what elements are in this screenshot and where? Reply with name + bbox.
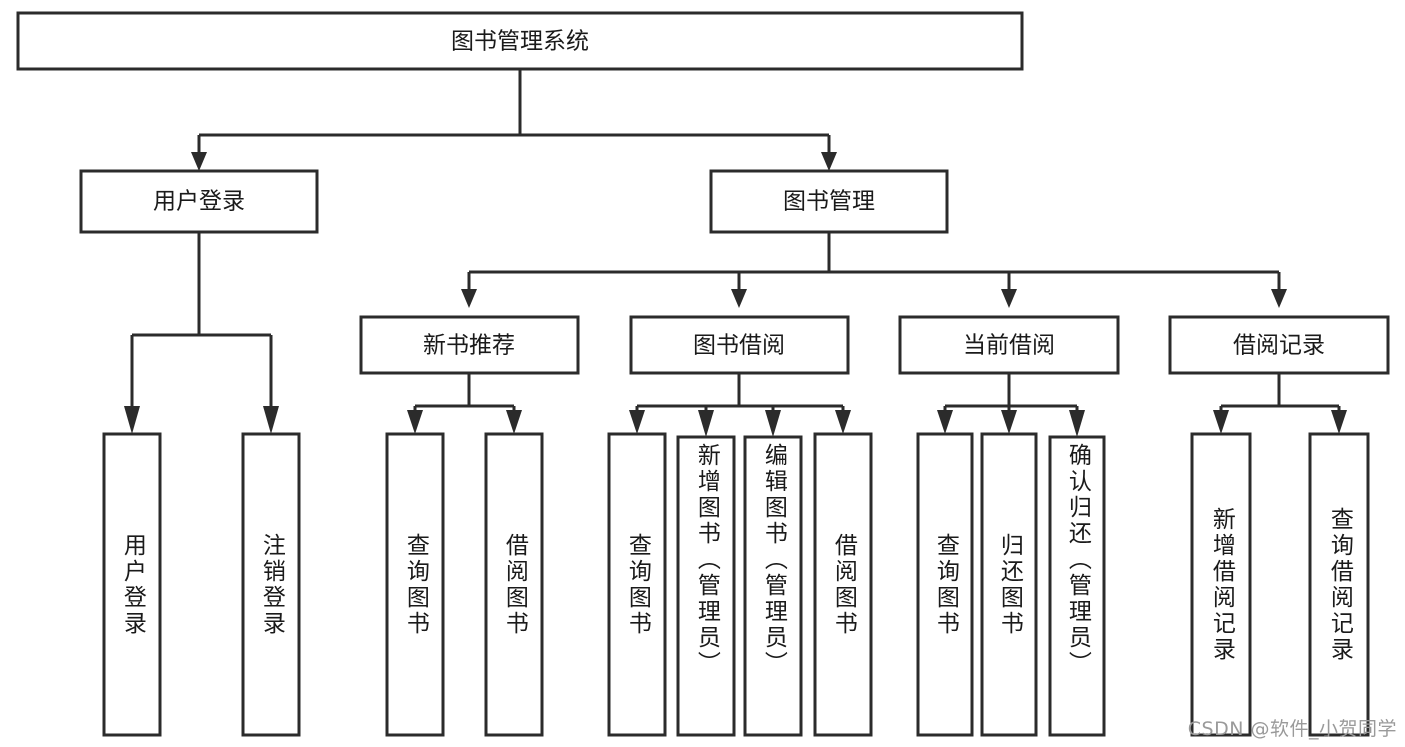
node-box-leaf-query-borrow-record[interactable] <box>1308 432 1370 737</box>
node-box-leaf-borrow-book[interactable] <box>813 432 873 737</box>
arrow-head-leaf-return-book <box>1001 410 1017 434</box>
node-box-book-manage[interactable] <box>709 169 949 234</box>
arrow-head-leaf-user-logout <box>263 406 279 434</box>
node-box-root[interactable] <box>16 11 1024 71</box>
node-box-leaf-confirm-return-admin[interactable] <box>1048 435 1106 737</box>
node-box-leaf-borrow-book-rec[interactable] <box>484 432 544 737</box>
arrow-head-leaf-query-book-current <box>937 410 953 434</box>
arrow-head-leaf-borrow-book-rec <box>506 410 522 434</box>
connectors <box>124 69 1347 437</box>
node-boxes: 图书管理系统 用户登录 图书管理 新书推荐 图书借阅 当前借阅 借阅记录 <box>16 11 1390 737</box>
node-box-user-login[interactable] <box>79 169 319 234</box>
arrow-head-current-borrow <box>1001 289 1017 308</box>
node-box-current-borrow[interactable] <box>898 315 1120 375</box>
node-box-borrow-record[interactable] <box>1168 315 1390 375</box>
node-label-book-borrow: 图书借阅 <box>693 333 785 359</box>
node-box-leaf-query-book-borrow[interactable] <box>607 432 667 737</box>
arrow-head-borrow-record <box>1271 289 1287 308</box>
arrow-head-leaf-query-book-rec <box>407 410 423 434</box>
node-box-leaf-query-book-current[interactable] <box>916 432 974 737</box>
node-box-leaf-return-book[interactable] <box>980 432 1038 737</box>
node-label-book-manage: 图书管理 <box>783 189 875 215</box>
arrow-head-leaf-confirm-return-admin <box>1069 410 1085 437</box>
node-label-borrow-record: 借阅记录 <box>1233 333 1325 359</box>
node-box-leaf-edit-book-admin[interactable] <box>743 435 803 737</box>
node-box-leaf-add-book-admin[interactable] <box>676 435 736 737</box>
arrow-head-leaf-edit-book-admin <box>765 410 781 437</box>
arrow-head-book-borrow <box>731 289 747 308</box>
arrow-head-leaf-add-book-admin <box>698 410 714 437</box>
node-label-new-book-recommend: 新书推荐 <box>423 333 515 359</box>
node-box-new-book-recommend[interactable] <box>359 315 580 375</box>
node-label-root: 图书管理系统 <box>451 29 589 55</box>
arrow-head-user-login <box>191 152 207 171</box>
node-box-book-borrow[interactable] <box>629 315 850 375</box>
arrow-head-leaf-borrow-book <box>835 410 851 434</box>
arrow-head-new-book-recommend <box>461 289 477 308</box>
arrow-head-book-manage <box>821 152 837 171</box>
arrow-head-leaf-query-book-borrow <box>629 410 645 434</box>
node-box-leaf-add-borrow-record[interactable] <box>1190 432 1252 737</box>
node-label-current-borrow: 当前借阅 <box>963 333 1055 359</box>
node-box-leaf-user-logout[interactable] <box>241 432 301 737</box>
watermark-text: CSDN @软件_小贺同学 <box>1187 718 1397 740</box>
arrow-head-leaf-add-borrow-record <box>1213 410 1229 434</box>
node-box-leaf-user-login[interactable] <box>102 432 162 737</box>
node-box-leaf-query-book-rec[interactable] <box>385 432 445 737</box>
arrow-head-leaf-user-login <box>124 406 140 434</box>
node-label-user-login: 用户登录 <box>153 189 245 215</box>
arrow-head-leaf-query-borrow-record <box>1331 410 1347 434</box>
